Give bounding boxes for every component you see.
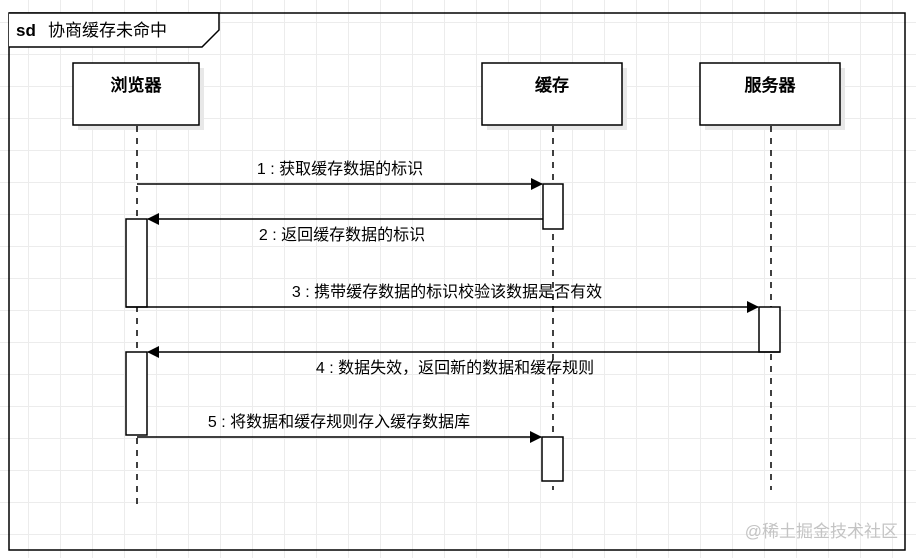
frame-keyword: sd [16, 21, 36, 40]
frame-title: 协商缓存未命中 [48, 21, 167, 40]
message-2[interactable]: 2 : 返回缓存数据的标识 [147, 213, 543, 244]
lifeline-browser[interactable]: 浏览器 [72, 62, 204, 505]
message-label: 2 : 返回缓存数据的标识 [259, 226, 425, 244]
watermark-text: @稀土掘金技术社区 [745, 522, 898, 541]
message-1[interactable]: 1 : 获取缓存数据的标识 [137, 160, 543, 190]
message-label: 3 : 携带缓存数据的标识校验该数据是否有效 [292, 283, 602, 301]
interaction-frame: sd 协商缓存未命中 [8, 12, 906, 551]
frame-border [8, 12, 906, 551]
activation-bar-browser-2 [125, 351, 148, 436]
message-label: 4 : 数据失效，返回新的数据和缓存规则 [316, 359, 594, 377]
message-3[interactable]: 3 : 携带缓存数据的标识校验该数据是否有效 [126, 283, 759, 313]
activation-bar-server-1 [758, 306, 781, 353]
lifeline-label: 缓存 [535, 75, 569, 95]
message-label: 5 : 将数据和缓存规则存入缓存数据库 [208, 413, 470, 431]
message-4[interactable]: 4 : 数据失效，返回新的数据和缓存规则 [147, 346, 780, 377]
activation-bar-cache-1 [542, 183, 564, 230]
lifeline-label: 浏览器 [111, 75, 163, 95]
lifeline-head[interactable] [72, 62, 200, 126]
lifeline-server[interactable]: 服务器 [699, 62, 845, 490]
activation-bar-cache-2 [541, 436, 564, 482]
frame-title-tab [9, 12, 220, 48]
lifeline-head[interactable] [481, 62, 623, 126]
message-label: 1 : 获取缓存数据的标识 [257, 160, 423, 178]
lifeline-cache[interactable]: 缓存 [481, 62, 627, 490]
message-5[interactable]: 5 : 将数据和缓存规则存入缓存数据库 [137, 413, 542, 443]
lifeline-head[interactable] [699, 62, 841, 126]
activation-bar-browser-1 [125, 218, 148, 308]
lifeline-label: 服务器 [745, 75, 797, 95]
